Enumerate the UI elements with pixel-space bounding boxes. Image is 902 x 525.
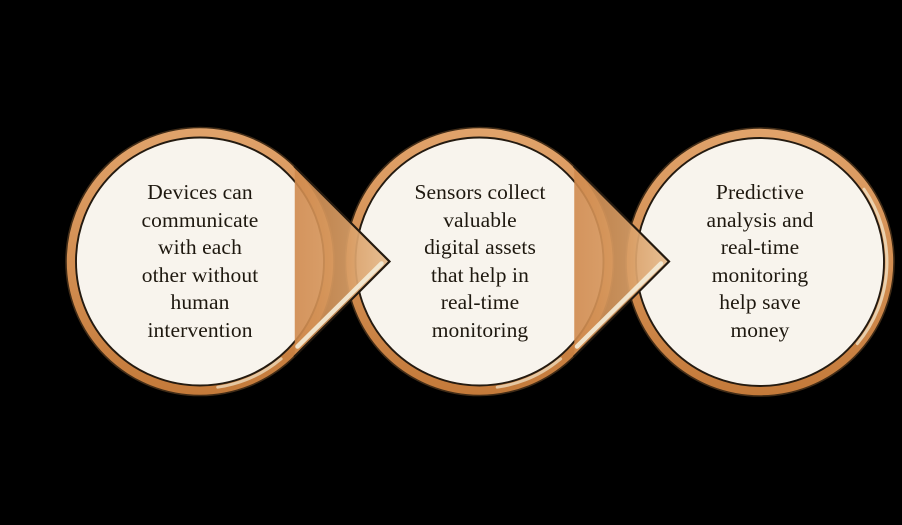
step-2-arrow-highlight — [574, 261, 664, 349]
step-2-arrow-gloss — [574, 166, 669, 357]
step-1-gloss-arc — [216, 357, 283, 389]
step-1-arrow-highlight — [295, 261, 384, 349]
step-1-label: Devices can communicate with each other … — [141, 180, 259, 343]
step-3-shape — [625, 127, 895, 397]
step-3-gloss-arc — [855, 187, 889, 346]
step-1-arrow-outline — [293, 165, 392, 358]
step-1-arrow-gloss — [294, 166, 390, 357]
step-3-label: Predictive analysis and real-time monito… — [706, 180, 814, 343]
step-2-arrow-outline — [573, 165, 671, 358]
step-1-shape — [65, 126, 392, 397]
step-2-gloss-arc — [495, 357, 563, 389]
step-2-label: Sensors collect valuable digital assets … — [414, 180, 546, 343]
step-2-shape — [344, 126, 671, 397]
